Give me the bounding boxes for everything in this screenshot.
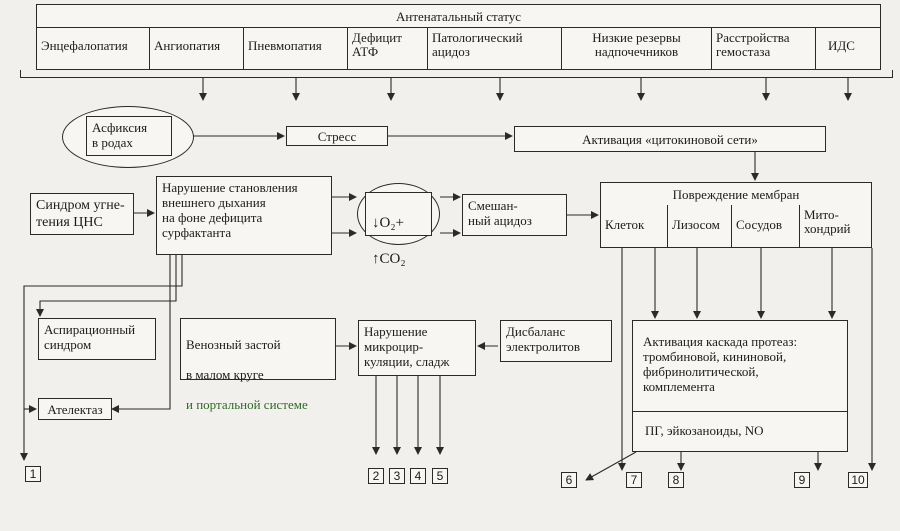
status-cell-pathological-acidosis: Патологический ацидоз [427, 28, 561, 69]
status-cell-adrenal-reserves: Низкие резервы надпочечников [561, 28, 711, 69]
status-cell-hemostasis-disorders: Расстройства гемостаза [711, 28, 815, 69]
antenatal-status-row: Энцефалопатия Ангиопатия Пневмопатия Деф… [36, 27, 881, 70]
membrane-vessels: Сосудов [731, 205, 799, 247]
status-cell-ids: ИДС [815, 28, 880, 69]
gas-box: ↓O₂+ ↑CO₂ [365, 192, 432, 267]
aspiration-syndrome-box: Аспирационный синдром [38, 318, 156, 360]
antenatal-status-title: Антенатальный статус [36, 4, 881, 28]
protease-cascade-box: Активация каскада протеаз: тромбиновой, … [632, 320, 848, 412]
status-cell-angiopathy: Ангиопатия [149, 28, 243, 69]
outcome-1: 1 [25, 466, 41, 482]
status-cell-atp-deficit: Дефицит АТФ [347, 28, 427, 69]
mixed-acidosis-box: Смешан- ный ацидоз [462, 194, 567, 236]
outcome-4: 4 [410, 468, 426, 484]
venous-line-1: Венозный застой [186, 337, 281, 352]
membrane-mitochondria: Мито- хондрий [799, 205, 871, 247]
outcome-3: 3 [389, 468, 405, 484]
cytokine-activation-box: Активация «цитокиновой сети» [514, 126, 826, 152]
venous-line-2: в малом круге [186, 367, 264, 382]
membrane-lysosomes: Лизосом [667, 205, 731, 247]
outcome-2: 2 [368, 468, 384, 484]
venous-line-3: и портальной системе [186, 397, 308, 412]
cns-depression-box: Синдром угне- тения ЦНС [30, 193, 134, 235]
membrane-types-row: Клеток Лизосом Сосудов Мито- хондрий [600, 205, 872, 248]
outcome-9: 9 [794, 472, 810, 488]
status-cell-pneumopathy: Пневмопатия [243, 28, 347, 69]
stress-box: Стресс [286, 126, 388, 146]
venous-stasis-box: Венозный застой в малом круге и портальн… [180, 318, 336, 412]
outcome-5: 5 [432, 468, 448, 484]
breathing-disorder-box: Нарушение становления внешнего дыхания н… [156, 176, 332, 255]
outcome-7: 7 [626, 472, 642, 488]
atelectasis-box: Ателектаз [38, 398, 112, 420]
microcirculation-box: Нарушение микроцир- куляции, сладж [358, 320, 476, 376]
status-cell-encephalopathy: Энцефалопатия [41, 38, 128, 53]
outcome-6: 6 [561, 472, 577, 488]
membrane-cells: Клеток [605, 217, 645, 232]
pg-eicosanoids-box: ПГ, эйкозаноиды, NO [632, 411, 848, 452]
outcome-10: 10 [848, 472, 868, 488]
outcome-8: 8 [668, 472, 684, 488]
co2-label: ↑CO₂ [372, 251, 406, 267]
status-bracket [20, 70, 893, 78]
o2-label: ↓O₂+ [372, 215, 405, 231]
asphyxia-box: Асфиксия в родах [86, 116, 172, 156]
electrolyte-imbalance-box: Дисбаланс электролитов [500, 320, 612, 362]
membrane-damage-box: Повреждение мембран [600, 182, 872, 206]
